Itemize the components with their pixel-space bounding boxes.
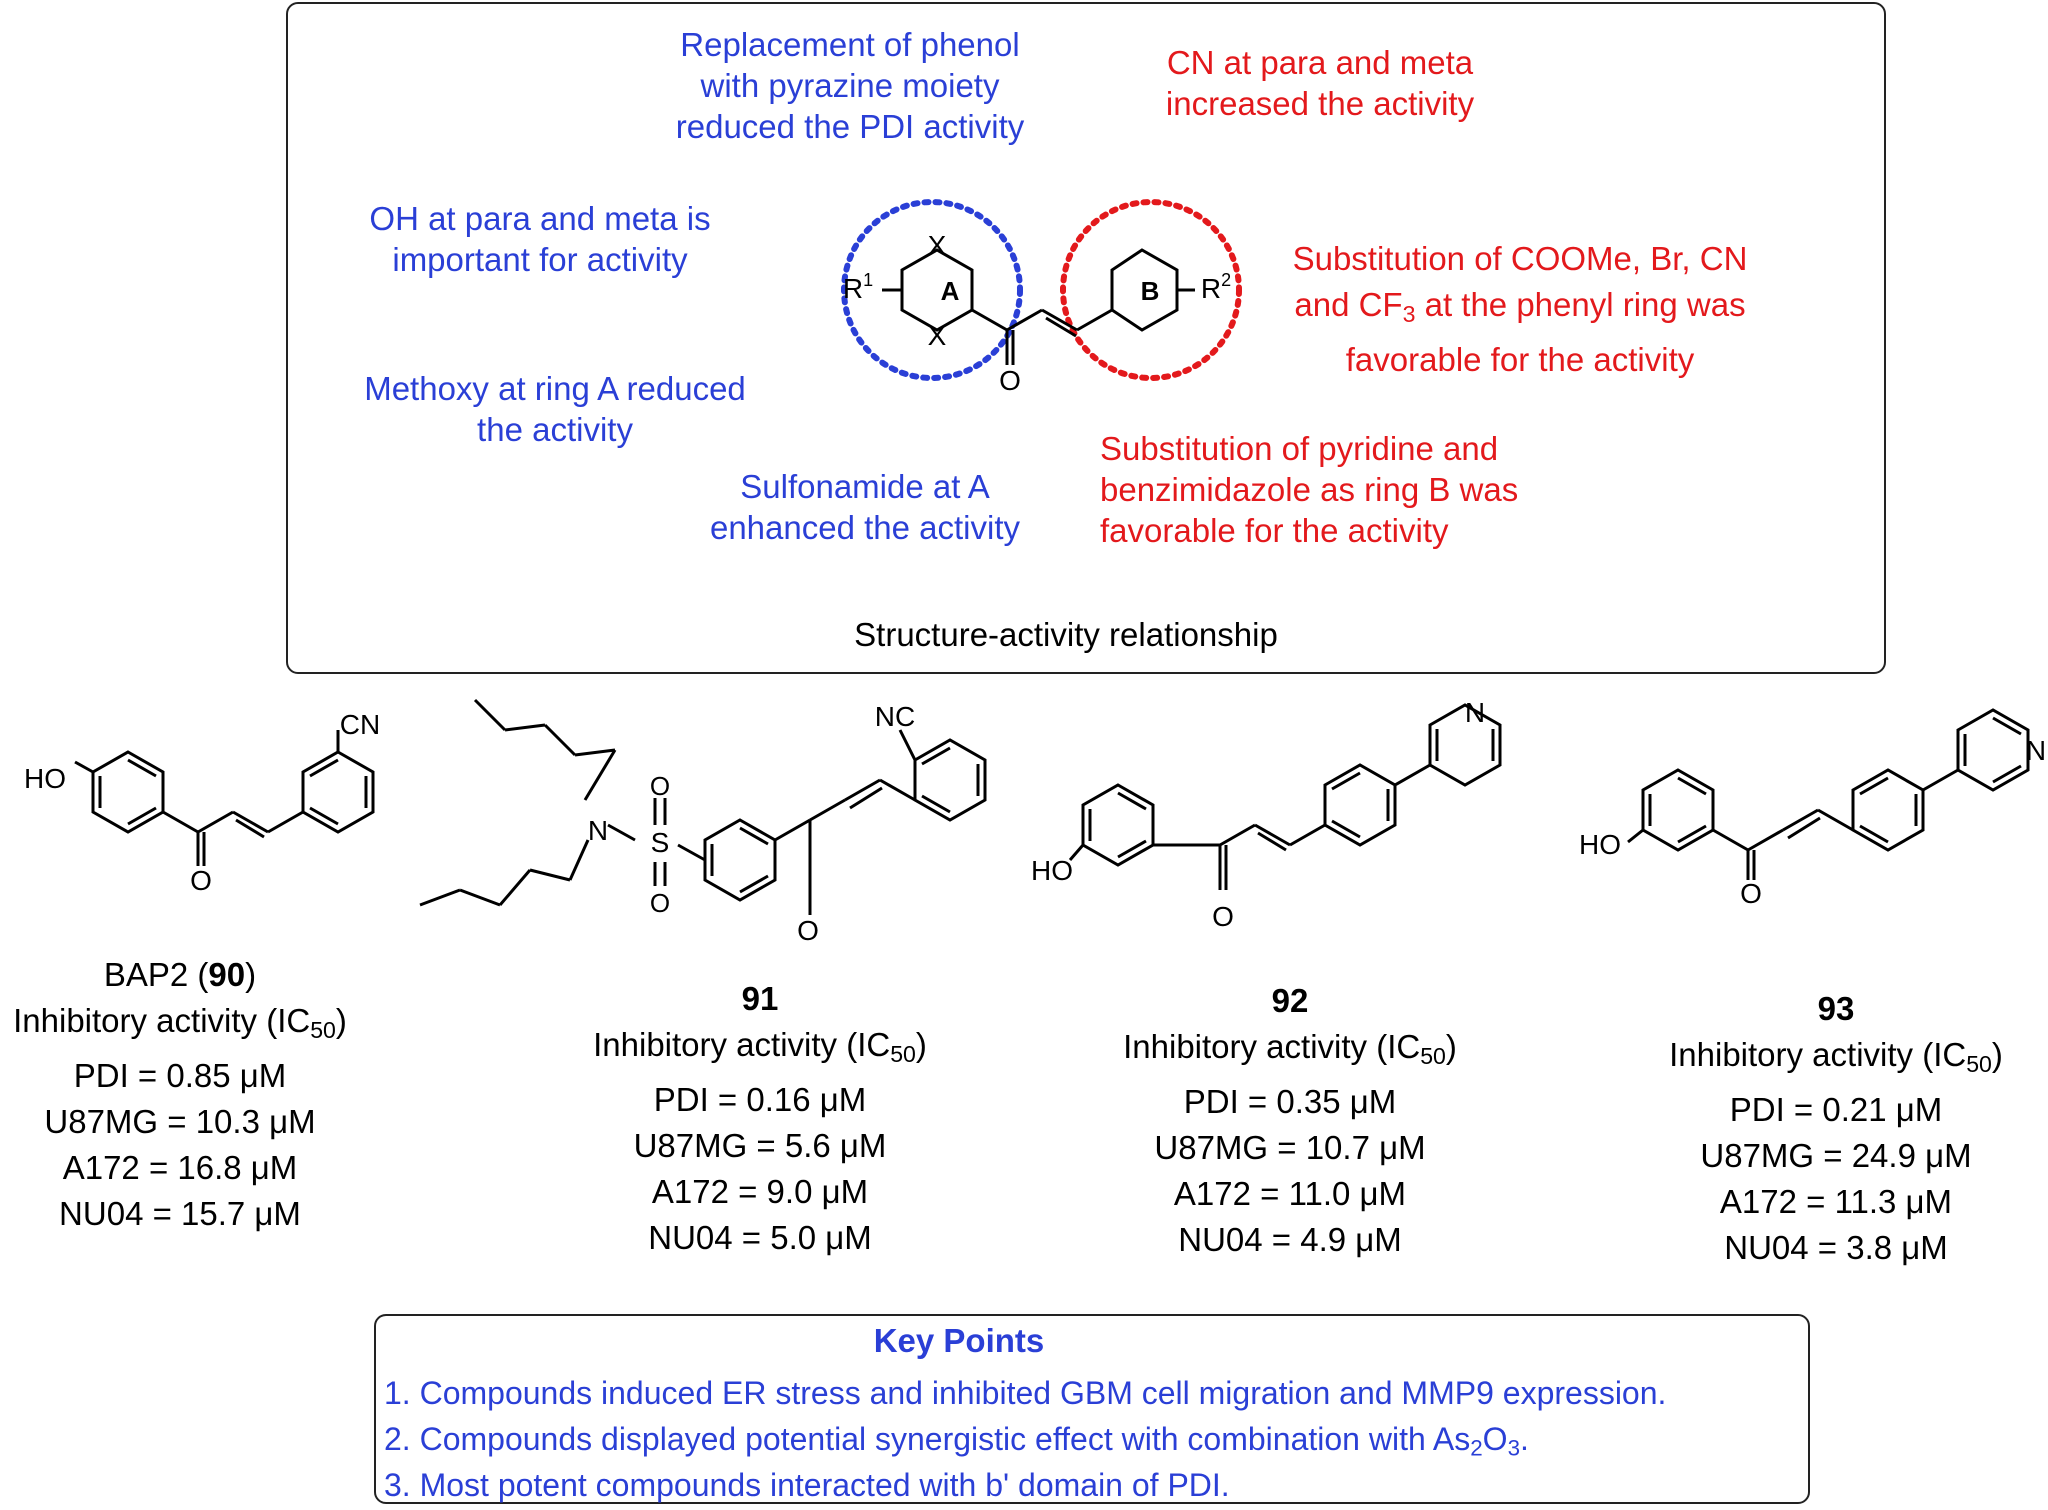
atom-o-top: O (650, 771, 670, 801)
activity-label: Inhibitory activity (IC50) (1123, 1028, 1457, 1069)
key-point-2: 2. Compounds displayed potential synergi… (384, 1421, 1529, 1461)
atom-n: N (2026, 735, 2046, 766)
activity-label: Inhibitory activity (IC50) (1669, 1036, 2003, 1077)
ring-a-highlight (841, 199, 1023, 381)
value-u87mg: U87MG = 5.6 μM (633, 1126, 887, 1164)
activity-label: Inhibitory activity (IC50) (593, 1026, 927, 1067)
atom-o: O (999, 365, 1021, 395)
compound-91-info: 91 Inhibitory activity (IC50) PDI = 0.16… (500, 976, 1020, 1261)
key-point-3: 3. Most potent compounds interacted with… (384, 1467, 1230, 1503)
value-a172: A172 = 11.0 μM (1173, 1174, 1407, 1212)
atom-n: N (1465, 700, 1485, 728)
note-cn-para-meta: CN at para and meta increased the activi… (1165, 44, 1475, 122)
note-pyrazine: Replacement of phenol with pyrazine moie… (675, 26, 1025, 145)
ring-a-label: A (941, 276, 960, 306)
sar-panel (286, 2, 1886, 674)
atom-ho: HO (1031, 855, 1073, 886)
key-point-1: 1. Compounds induced ER stress and inhib… (384, 1375, 1667, 1411)
note-substitution: Substitution of COOMe, Br, CN and CF3 at… (1292, 240, 1748, 378)
value-a172: A172 = 11.3 μM (1719, 1182, 1953, 1220)
value-nu04: NU04 = 15.7 μM (59, 1194, 301, 1232)
compound-name: 92 (1271, 982, 1309, 1019)
key-points-panel (374, 1314, 1810, 1504)
ring-b-highlight (1060, 199, 1242, 381)
compound-90-info: BAP2 (90) Inhibitory activity (IC50) PDI… (0, 952, 440, 1237)
compound-name: 91 (741, 980, 779, 1017)
atom-ho: HO (1579, 829, 1621, 860)
sar-caption: Structure-activity relationship (854, 616, 1278, 653)
ring-b-label: B (1141, 276, 1160, 306)
compound-92-info: 92 Inhibitory activity (IC50) PDI = 0.35… (1030, 978, 1550, 1263)
value-pdi: PDI = 0.16 μM (653, 1080, 867, 1118)
structure-90: HO CN O (24, 709, 380, 896)
atom-x-top: X (928, 230, 947, 261)
atom-o: O (190, 865, 212, 896)
compound-name: BAP2 (90) (103, 956, 257, 993)
activity-label: Inhibitory activity (IC50) (13, 1002, 347, 1043)
ring-b (1110, 248, 1179, 332)
note-pyridine: Substitution of pyridine and benzimidazo… (1100, 430, 1519, 549)
value-pdi: PDI = 0.21 μM (1729, 1090, 1943, 1128)
atom-nc: NC (875, 701, 915, 732)
value-pdi: PDI = 0.85 μM (73, 1056, 287, 1094)
value-u87mg: U87MG = 10.7 μM (1154, 1128, 1426, 1166)
value-a172: A172 = 9.0 μM (651, 1172, 869, 1210)
atom-o: O (1740, 878, 1762, 909)
value-u87mg: U87MG = 10.3 μM (44, 1102, 316, 1140)
note-methoxy: Methoxy at ring A reduced the activity (364, 370, 746, 448)
atom-ho: HO (24, 763, 66, 794)
value-u87mg: U87MG = 24.9 μM (1700, 1136, 1972, 1174)
value-nu04: NU04 = 5.0 μM (648, 1218, 872, 1256)
compound-name: 93 (1817, 990, 1855, 1027)
value-nu04: NU04 = 3.8 μM (1724, 1228, 1948, 1266)
note-sulfonamide: Sulfonamide at A enhanced the activity (709, 468, 1021, 546)
r2-label: R2 (1201, 270, 1231, 304)
atom-o-bottom: O (650, 888, 670, 918)
r1-label: R1 (843, 270, 873, 304)
value-nu04: NU04 = 4.9 μM (1178, 1220, 1402, 1258)
note-oh: OH at para and meta is important for act… (369, 200, 711, 278)
structure-92: HO N O (1031, 700, 1502, 932)
value-a172: A172 = 16.8 μM (62, 1148, 298, 1186)
value-pdi: PDI = 0.35 μM (1183, 1082, 1397, 1120)
atom-o-carbonyl: O (797, 915, 819, 946)
chalcone-scaffold: X X A B R1 R2 O (841, 199, 1242, 395)
atom-x-bottom: X (928, 320, 947, 351)
structure-93: HO N O (1579, 708, 2046, 909)
atom-n: N (588, 815, 608, 846)
structure-91: N S O O NC O (419, 698, 987, 946)
atom-o: O (1212, 901, 1234, 932)
compound-93-info: 93 Inhibitory activity (IC50) PDI = 0.21… (1576, 986, 2048, 1271)
atom-cn: CN (340, 709, 380, 740)
key-points-title: Key Points (873, 1322, 1045, 1359)
atom-s: S (651, 827, 670, 858)
ring-a (900, 248, 974, 332)
